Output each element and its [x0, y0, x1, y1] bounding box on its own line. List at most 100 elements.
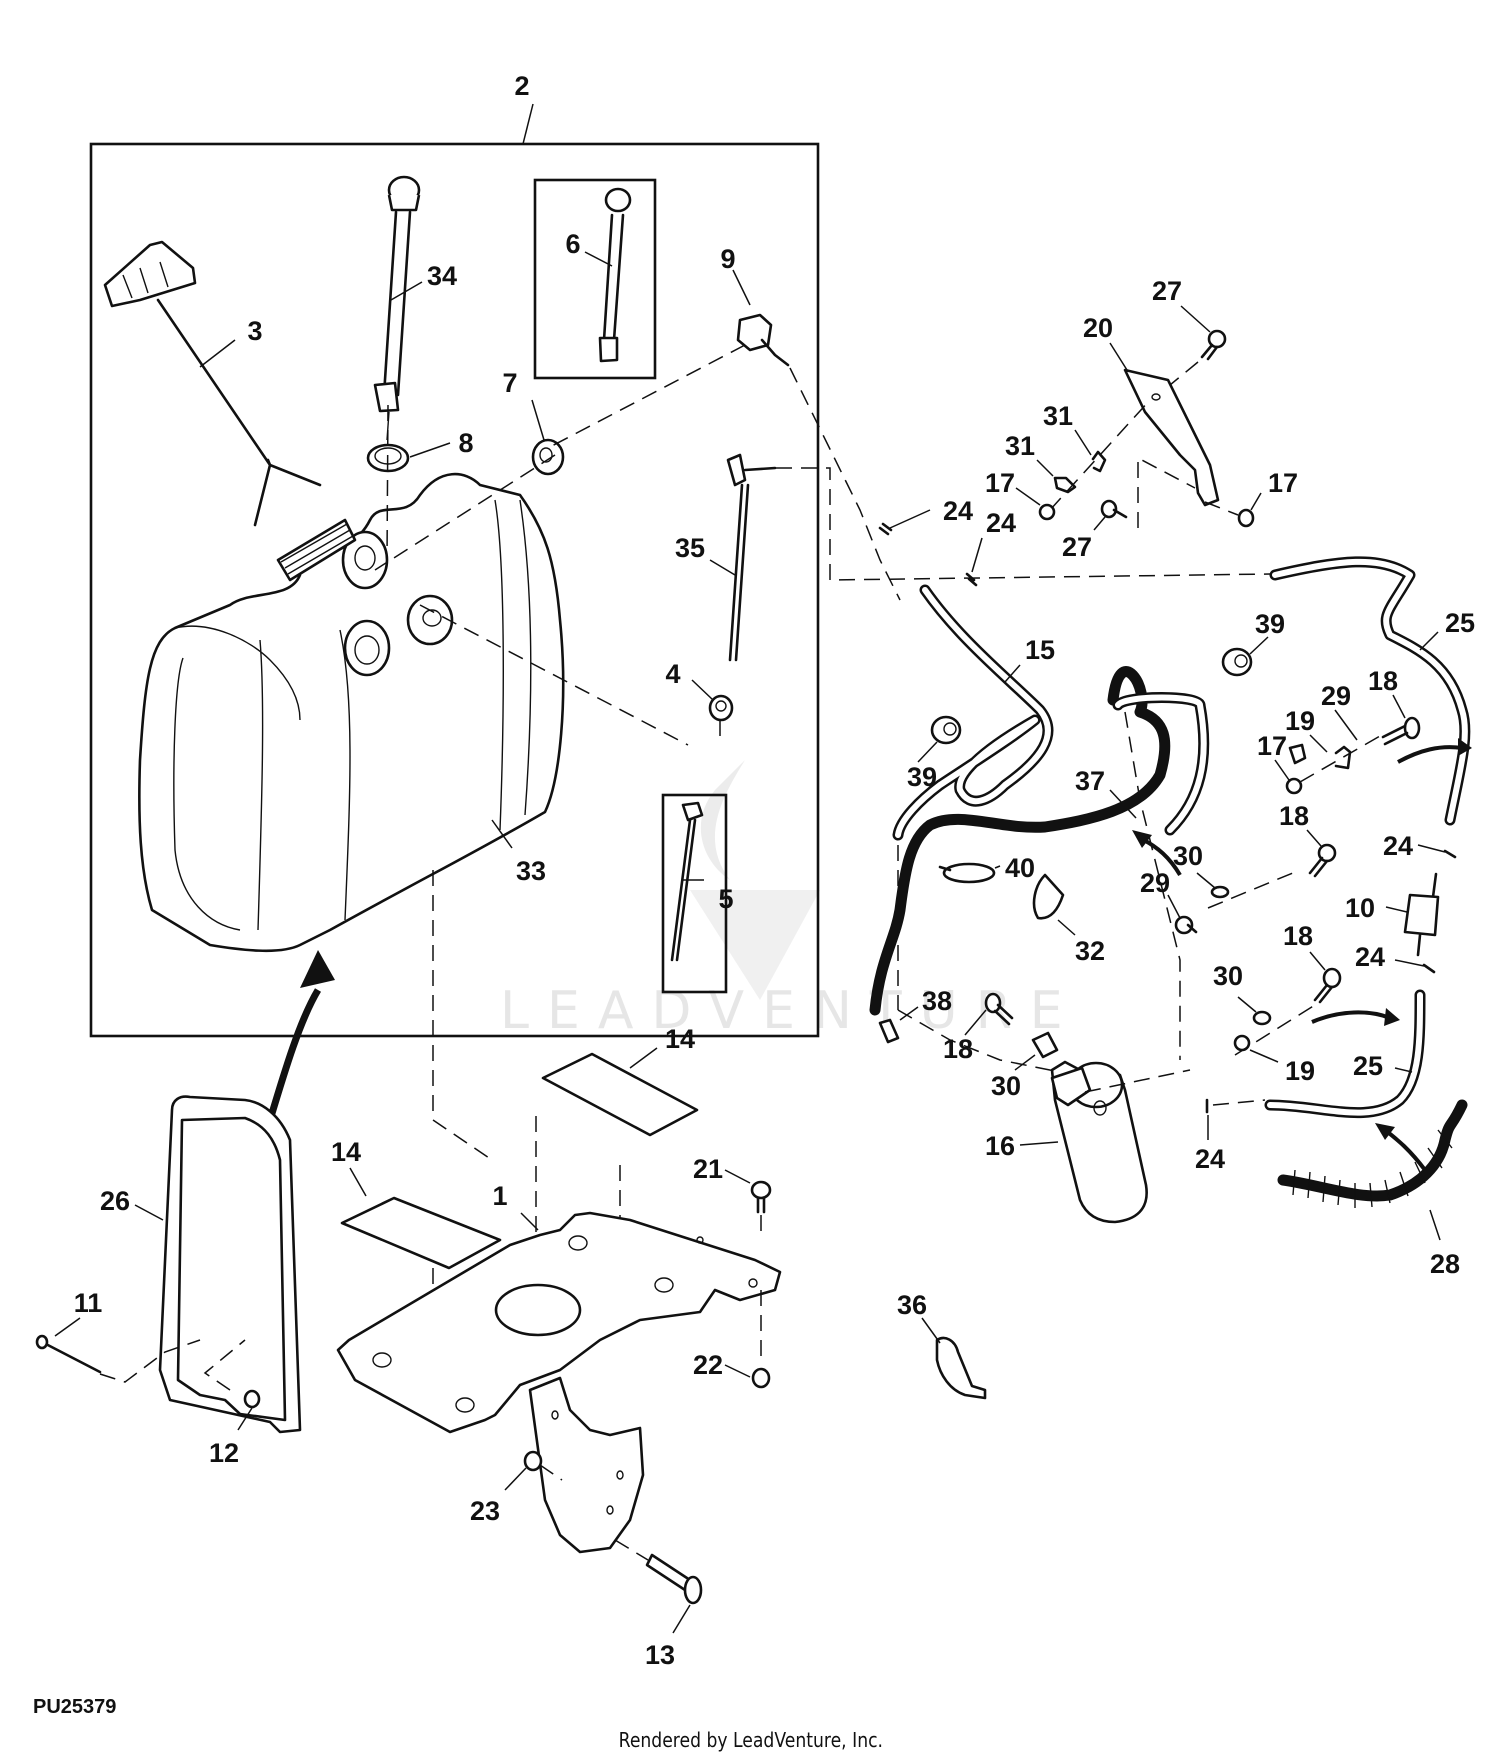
- callout-18-a[interactable]: 18: [1368, 666, 1398, 696]
- part-nut-17-right[interactable]: [1237, 508, 1255, 528]
- callout-30-b[interactable]: 30: [1213, 961, 1243, 991]
- callout-27-lower[interactable]: 27: [1062, 532, 1092, 562]
- callout-18-b[interactable]: 18: [1279, 801, 1309, 831]
- part-hose-37[interactable]: [869, 666, 1210, 1016]
- callout-10[interactable]: 10: [1345, 893, 1375, 923]
- part-tank-strap[interactable]: [158, 1095, 302, 1434]
- callout-13[interactable]: 13: [645, 1640, 675, 1670]
- part-clamp-29-a[interactable]: [1288, 743, 1307, 765]
- callout-11[interactable]: 11: [74, 1288, 103, 1318]
- callout-39-left[interactable]: 39: [907, 762, 937, 792]
- part-fuel-filter[interactable]: [1403, 872, 1440, 957]
- part-foam-pad-lower[interactable]: [340, 1196, 502, 1270]
- part-clamp-24-a[interactable]: [878, 522, 893, 536]
- part-sender-5[interactable]: [670, 801, 704, 962]
- part-fuel-hose-25-lower[interactable]: [1264, 989, 1426, 1119]
- part-nut-23[interactable]: [523, 1450, 543, 1472]
- callout-24-b[interactable]: 24: [986, 508, 1016, 538]
- part-clamp-32[interactable]: [1032, 873, 1065, 920]
- callout-17-left[interactable]: 17: [985, 468, 1015, 498]
- part-nut-12[interactable]: [243, 1389, 261, 1409]
- part-bolt-18-b[interactable]: [1308, 843, 1337, 878]
- part-clamp-24-c[interactable]: [1443, 849, 1457, 859]
- part-clamp-29-b[interactable]: [1174, 915, 1198, 935]
- callout-37[interactable]: 37: [1075, 766, 1105, 796]
- callout-31-upper[interactable]: 31: [1043, 401, 1073, 431]
- part-fuel-tank[interactable]: [138, 472, 565, 953]
- part-clip-19-a[interactable]: [1334, 745, 1352, 770]
- callout-36[interactable]: 36: [897, 1290, 927, 1320]
- callout-21[interactable]: 21: [693, 1154, 723, 1184]
- part-carriage-bolt-13[interactable]: [645, 1553, 703, 1605]
- part-clip-38[interactable]: [878, 1018, 900, 1044]
- part-grommet-39-right[interactable]: [1221, 647, 1253, 677]
- part-vent-valve[interactable]: [736, 313, 790, 367]
- callout-5[interactable]: 5: [718, 884, 733, 914]
- callout-19-b[interactable]: 19: [1285, 1056, 1315, 1086]
- part-washer-30-a[interactable]: [1210, 885, 1230, 899]
- callout-4[interactable]: 4: [665, 659, 680, 689]
- part-bracket-20[interactable]: [1123, 368, 1220, 507]
- part-bushing-7[interactable]: [531, 438, 565, 476]
- callout-38[interactable]: 38: [922, 986, 952, 1016]
- callout-8[interactable]: 8: [458, 428, 473, 458]
- part-fuel-line-15[interactable]: [892, 584, 1054, 841]
- callout-24-a[interactable]: 24: [943, 496, 973, 526]
- callout-19-a[interactable]: 19: [1285, 706, 1315, 736]
- part-hose-clamp-40[interactable]: [938, 862, 996, 884]
- callout-25-lower[interactable]: 25: [1353, 1051, 1383, 1081]
- part-grommet-4[interactable]: [708, 694, 734, 722]
- callout-15[interactable]: 15: [1025, 635, 1055, 665]
- callout-14-lower[interactable]: 14: [331, 1137, 361, 1167]
- part-bolt-18-d[interactable]: [984, 992, 1014, 1026]
- callout-6[interactable]: 6: [565, 229, 580, 259]
- part-bolt-27-upper[interactable]: [1200, 329, 1227, 361]
- callout-40[interactable]: 40: [1005, 853, 1035, 883]
- part-clamp-24-b[interactable]: [965, 572, 978, 587]
- callout-32[interactable]: 32: [1075, 936, 1105, 966]
- part-fuel-gauge[interactable]: [373, 175, 421, 413]
- callout-25-upper[interactable]: 25: [1445, 608, 1475, 638]
- callout-33[interactable]: 33: [516, 856, 546, 886]
- part-bolt-18-c[interactable]: [1313, 967, 1342, 1004]
- callout-30-c[interactable]: 30: [991, 1071, 1021, 1101]
- part-clip-30-c[interactable]: [1031, 1031, 1059, 1059]
- part-bolt-21[interactable]: [750, 1180, 772, 1214]
- callout-34[interactable]: 34: [427, 261, 457, 291]
- part-nut-17-left[interactable]: [1038, 503, 1056, 521]
- callout-24-e[interactable]: 24: [1195, 1144, 1225, 1174]
- callout-3[interactable]: 3: [247, 316, 262, 346]
- part-plate-bracket[interactable]: [528, 1376, 645, 1554]
- callout-1[interactable]: 1: [492, 1181, 507, 1211]
- part-gauge-alt[interactable]: [598, 187, 632, 363]
- part-clip-31-lower[interactable]: [1053, 476, 1077, 494]
- part-bolt-11[interactable]: [35, 1334, 102, 1374]
- callout-18-d[interactable]: 18: [943, 1034, 973, 1064]
- part-nut-22[interactable]: [751, 1367, 771, 1389]
- part-bolt-18-a[interactable]: [1381, 716, 1421, 746]
- part-spiral-wrap[interactable]: [1277, 1099, 1468, 1208]
- callout-9[interactable]: 9: [720, 244, 735, 274]
- callout-17-c[interactable]: 17: [1257, 731, 1287, 761]
- callout-7[interactable]: 7: [502, 368, 517, 398]
- callout-17-right[interactable]: 17: [1268, 468, 1298, 498]
- callout-29-b[interactable]: 29: [1140, 868, 1170, 898]
- callout-24-d[interactable]: 24: [1355, 942, 1385, 972]
- part-fuel-cap[interactable]: [103, 240, 322, 527]
- callout-29-a[interactable]: 29: [1321, 681, 1351, 711]
- part-fuel-hose-25-upper[interactable]: [1269, 556, 1471, 826]
- callout-27-upper[interactable]: 27: [1152, 276, 1182, 306]
- callout-30-a[interactable]: 30: [1173, 841, 1203, 871]
- part-grommet-39-left[interactable]: [930, 715, 962, 745]
- callout-14-upper[interactable]: 14: [665, 1024, 695, 1054]
- callout-18-c[interactable]: 18: [1283, 921, 1313, 951]
- part-washer-30-b[interactable]: [1252, 1010, 1272, 1026]
- part-foam-pad-upper[interactable]: [541, 1052, 699, 1137]
- callout-39-right[interactable]: 39: [1255, 609, 1285, 639]
- callout-28[interactable]: 28: [1430, 1249, 1460, 1279]
- callout-22[interactable]: 22: [693, 1350, 723, 1380]
- callout-26[interactable]: 26: [100, 1186, 130, 1216]
- callout-24-c[interactable]: 24: [1383, 831, 1413, 861]
- callout-31-lower[interactable]: 31: [1005, 431, 1035, 461]
- part-mounting-plate[interactable]: [336, 1211, 782, 1434]
